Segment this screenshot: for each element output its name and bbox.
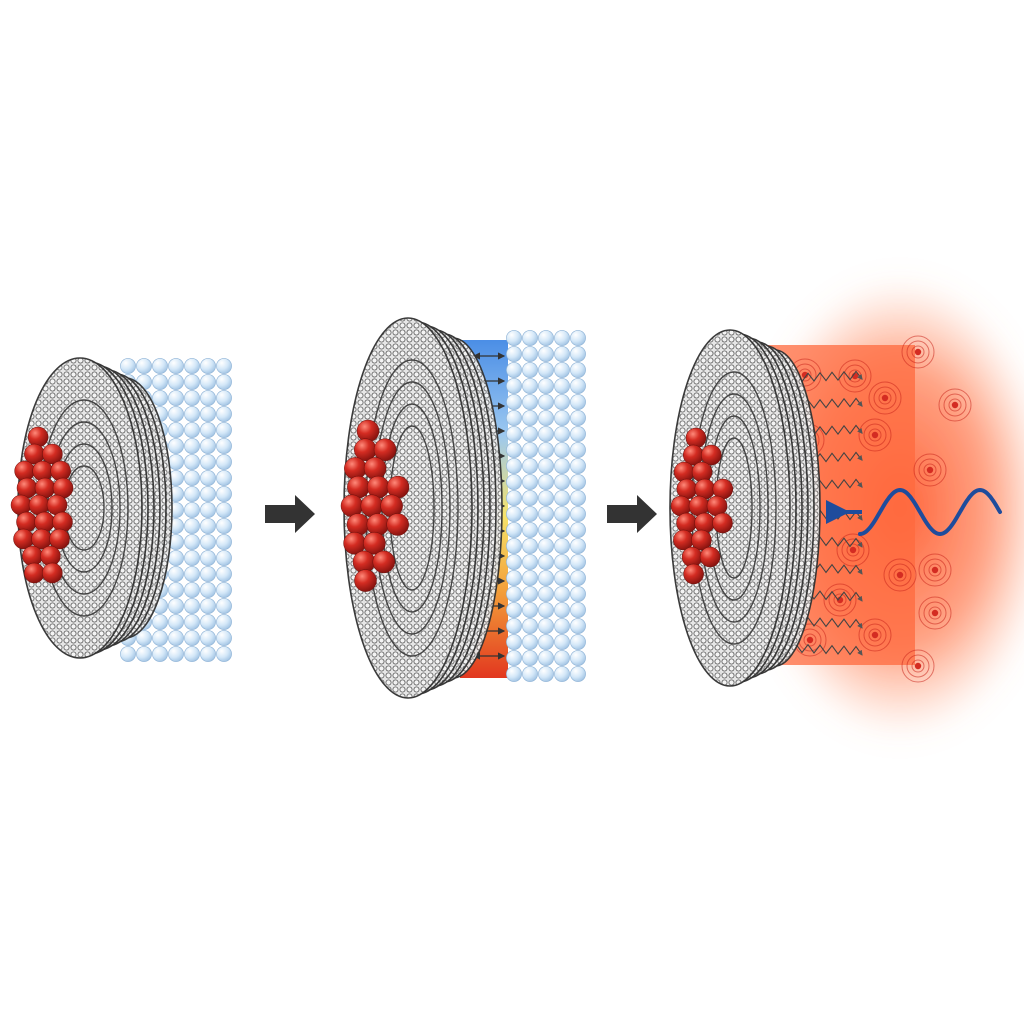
vibration-arrow-icon xyxy=(789,643,863,656)
red-core-cluster xyxy=(670,427,734,585)
ripple-icon xyxy=(901,335,935,369)
mesh-shell xyxy=(17,357,173,659)
lattice-block xyxy=(506,330,586,682)
ripple-icon xyxy=(938,388,972,422)
ripple-icon xyxy=(858,618,892,652)
red-core-cluster xyxy=(340,419,410,592)
ripple-icon xyxy=(858,418,892,452)
stage-initial xyxy=(10,357,232,662)
ripple-icon xyxy=(823,583,857,617)
stage-gradient xyxy=(340,317,586,699)
mesh-shell xyxy=(669,329,821,687)
mesh-shell xyxy=(343,317,503,699)
wave-icon xyxy=(858,487,1002,537)
ripple-icon xyxy=(918,553,952,587)
red-core-cluster xyxy=(10,426,74,584)
ripple-icon xyxy=(868,381,902,415)
right-arrow-icon xyxy=(607,495,657,533)
ripple-icon xyxy=(883,558,917,592)
ripple-icon xyxy=(836,533,870,567)
right-arrow-icon xyxy=(265,495,315,533)
stage-excited xyxy=(669,278,1024,738)
ripple-icon xyxy=(838,359,872,393)
ripple-icon xyxy=(901,649,935,683)
ripple-icon xyxy=(918,596,952,630)
ripple-icon xyxy=(913,453,947,487)
